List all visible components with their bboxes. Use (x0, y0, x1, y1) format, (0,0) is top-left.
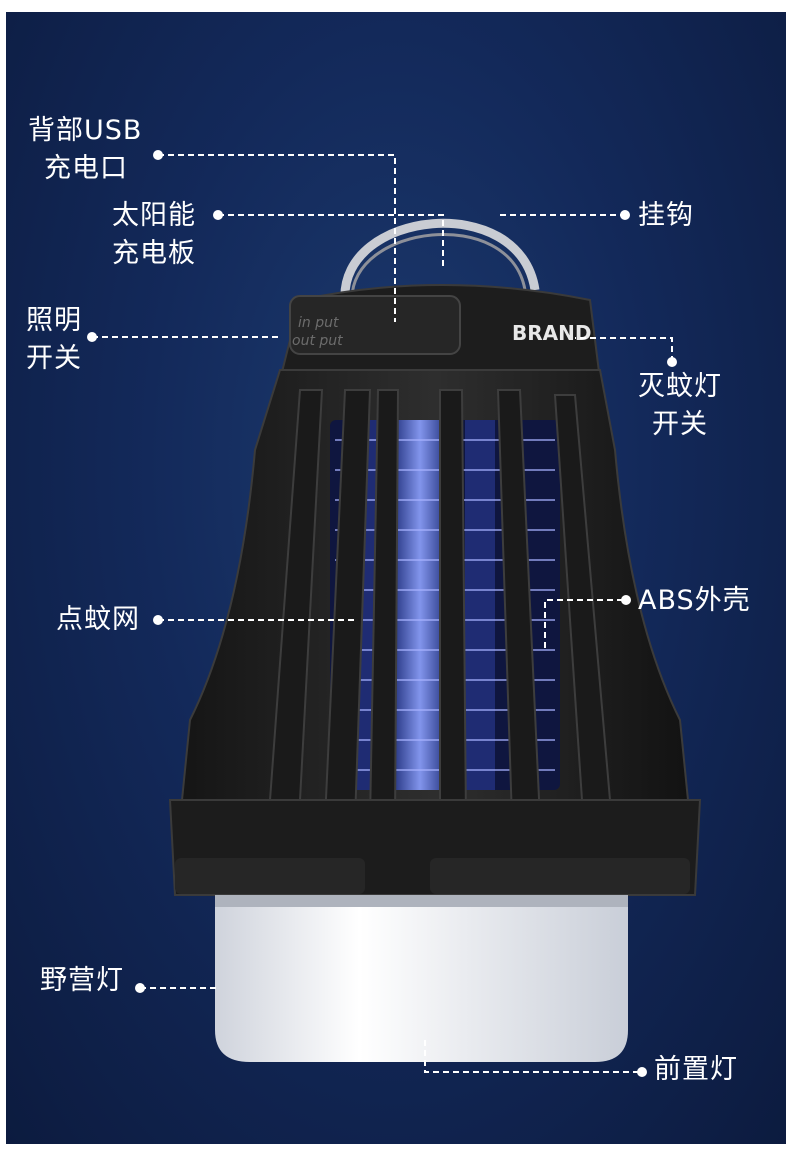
callout-solar-line2: 充电板 (112, 238, 196, 269)
callout-dot-solar (213, 210, 223, 220)
callout-light-switch-line1: 照明 (26, 305, 82, 336)
callout-shell-line1: ABS外壳 (638, 585, 751, 616)
port-text-input: in put (298, 315, 339, 331)
callout-dot-hook (620, 210, 630, 220)
callout-hook-line1: 挂钩 (638, 200, 694, 231)
callout-solar-line1: 太阳能 (112, 200, 196, 231)
brand-text: BRAND (512, 321, 591, 345)
callout-grid-line1: 点蚊网 (56, 604, 140, 635)
usb-port-panel (289, 295, 461, 355)
callout-light-switch-line2: 开关 (26, 343, 82, 374)
callout-usb-line1: 背部USB (28, 115, 143, 146)
callout-dot-front-light (637, 1067, 647, 1077)
callout-usb-port: 背部USB 充电口 (28, 112, 142, 188)
callout-dot-zapper-switch (667, 357, 677, 367)
callout-solar-panel: 太阳能 充电板 (112, 197, 196, 273)
callout-dot-light-switch (87, 332, 97, 342)
callout-front-light: 前置灯 (654, 1051, 738, 1089)
hook-ring (340, 218, 540, 301)
callout-dot-usb (153, 150, 163, 160)
callout-camp-light: 野营灯 (40, 962, 124, 1000)
callout-dot-shell (621, 595, 631, 605)
callout-zapper-switch: 灭蚊灯 开关 (630, 368, 730, 444)
callout-grid: 点蚊网 (56, 601, 140, 639)
callout-front-light-line1: 前置灯 (654, 1054, 738, 1085)
callout-hook: 挂钩 (638, 197, 694, 235)
callout-camp-light-line1: 野营灯 (40, 965, 124, 996)
callout-shell: ABS外壳 (638, 582, 751, 620)
callout-dot-grid (153, 615, 163, 625)
callout-dot-camp-light (135, 983, 145, 993)
callout-usb-line2: 充电口 (44, 153, 128, 184)
callout-zapper-line1: 灭蚊灯 (638, 371, 722, 402)
callout-zapper-line2: 开关 (652, 409, 708, 440)
port-text-output: out put (292, 333, 343, 349)
callout-light-switch: 照明 开关 (26, 302, 82, 378)
camp-light (215, 895, 628, 1062)
